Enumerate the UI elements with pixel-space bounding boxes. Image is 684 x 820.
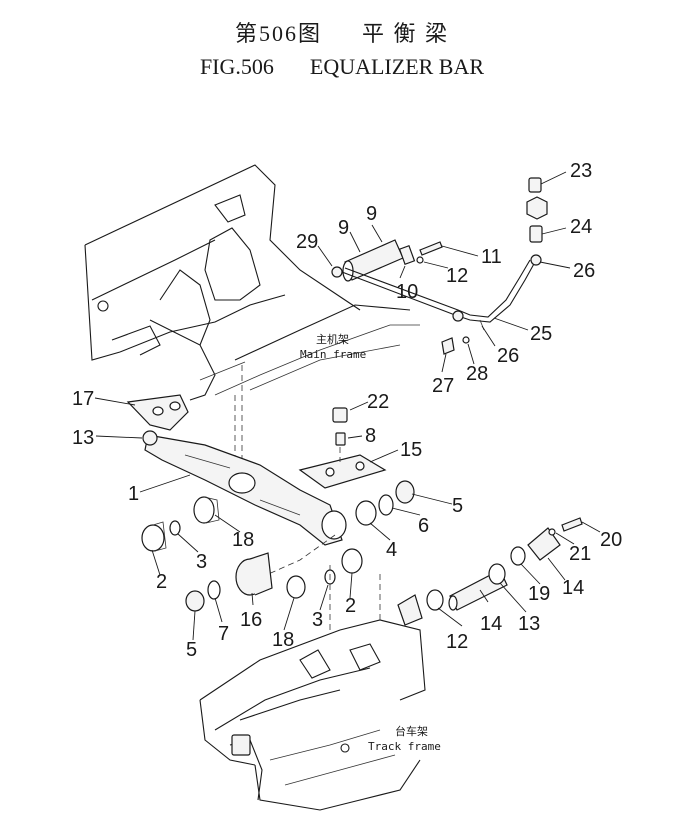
lock-plate-9	[398, 245, 416, 265]
callout-19: 19	[528, 583, 550, 605]
figure-number-en: FIG.506	[199, 54, 274, 79]
title-chinese: 第506图 平 衡 梁	[0, 16, 684, 48]
fitting-29	[331, 266, 343, 278]
pin-8	[344, 239, 404, 281]
pin-13	[142, 430, 158, 446]
track-frame-label-en: Track frame	[368, 740, 441, 753]
seal-12-left	[426, 589, 444, 611]
leader-lines	[94, 171, 601, 641]
bushing-2-right	[341, 548, 363, 574]
callout-5-left: 5	[186, 639, 197, 661]
callout-20: 20	[600, 529, 622, 551]
callout-4: 4	[386, 539, 397, 561]
callout-17: 16	[240, 609, 262, 631]
plug-22	[332, 407, 348, 423]
center-bore	[228, 472, 256, 494]
main-frame-outline	[84, 164, 420, 470]
pad-15	[298, 454, 387, 489]
bushing-18-upper	[193, 496, 215, 524]
callout-21: 21	[569, 543, 591, 565]
grease-line	[341, 177, 548, 355]
callout-12-left: 12	[446, 631, 468, 653]
figure-name-cn: 平 衡 梁	[362, 21, 450, 46]
callout-7: 8	[365, 425, 376, 447]
callout-18-lower: 18	[272, 629, 294, 651]
callout-11: 12	[446, 265, 468, 287]
fitting-26-top	[530, 254, 542, 266]
fitting-26-low	[452, 310, 464, 322]
main-frame-label-cn: 主机架	[316, 332, 349, 346]
ring-3-left	[169, 520, 181, 536]
main-frame-label-en: Main frame	[300, 348, 366, 361]
callout-28: 28	[466, 363, 488, 385]
seal-12-right	[488, 563, 506, 585]
callout-26-lower: 26	[497, 345, 519, 367]
boss	[397, 594, 423, 626]
callout-24: 24	[570, 216, 592, 238]
seal-5-right	[395, 480, 415, 504]
callout-25: 25	[530, 323, 552, 345]
bolt-27	[441, 337, 455, 355]
callout-2-right: 2	[345, 595, 356, 617]
callout-16: 17	[72, 388, 94, 410]
callout-22: 22	[367, 391, 389, 413]
fitting-23	[528, 177, 542, 193]
fitting-24	[529, 225, 543, 243]
snap-ring-6-right	[378, 494, 394, 516]
callout-12-right: 13	[518, 613, 540, 635]
callout-labels: 17 13 1 2 3 18 16 7 5 18 3 2 4 6 5 22 8 …	[72, 160, 622, 661]
plate-14	[527, 527, 561, 561]
callout-9-lower: 10	[396, 281, 418, 303]
callout-13-lower: 14	[480, 613, 502, 635]
title-english: FIG.506 EQUALIZER BAR	[0, 54, 684, 80]
pin-assembly-upper	[331, 239, 443, 282]
callout-23: 23	[570, 160, 592, 182]
fitting-7	[335, 432, 346, 446]
callout-10: 11	[481, 246, 502, 268]
equalizer-bar	[126, 394, 387, 581]
track-frame-label-cn: 台车架	[395, 724, 428, 738]
bushing-18-lower	[286, 575, 306, 599]
washer-28	[462, 336, 470, 344]
end-bore	[321, 510, 347, 540]
callout-5-right: 5	[452, 495, 463, 517]
callout-6-right: 6	[418, 515, 429, 537]
callout-8: 9	[338, 217, 349, 239]
callout-6-left: 7	[218, 623, 229, 645]
callout-13-left: 13	[72, 427, 94, 449]
callout-9-upper: 9	[366, 203, 377, 225]
callout-26-upper: 26	[573, 260, 595, 282]
callout-29: 29	[296, 231, 318, 253]
callout-18-upper: 18	[232, 529, 254, 551]
bushing-4	[355, 500, 377, 526]
figure-number-cn: 第506图	[234, 21, 322, 46]
bushing-2-left	[141, 524, 165, 552]
track-frame-outline	[199, 565, 426, 811]
snap-ring-6-left	[207, 580, 221, 600]
cap-block	[526, 196, 548, 220]
callout-3-right: 3	[312, 609, 323, 631]
ring-19	[510, 546, 526, 566]
callout-27: 27	[432, 375, 454, 397]
bushings-and-rings	[141, 480, 415, 612]
callout-2-left: 2	[156, 571, 167, 593]
callout-1: 1	[128, 483, 139, 505]
washer-21	[548, 528, 556, 536]
callout-14: 14	[562, 577, 584, 599]
lower-pin-group	[397, 517, 583, 626]
figure-name-en: EQUALIZER BAR	[309, 54, 485, 79]
callout-3-left: 3	[196, 551, 207, 573]
washer-11	[416, 256, 424, 264]
bolt-20	[561, 517, 583, 532]
seal-5-left	[185, 590, 205, 612]
bolt-10	[419, 241, 443, 256]
callout-15: 15	[400, 439, 422, 461]
